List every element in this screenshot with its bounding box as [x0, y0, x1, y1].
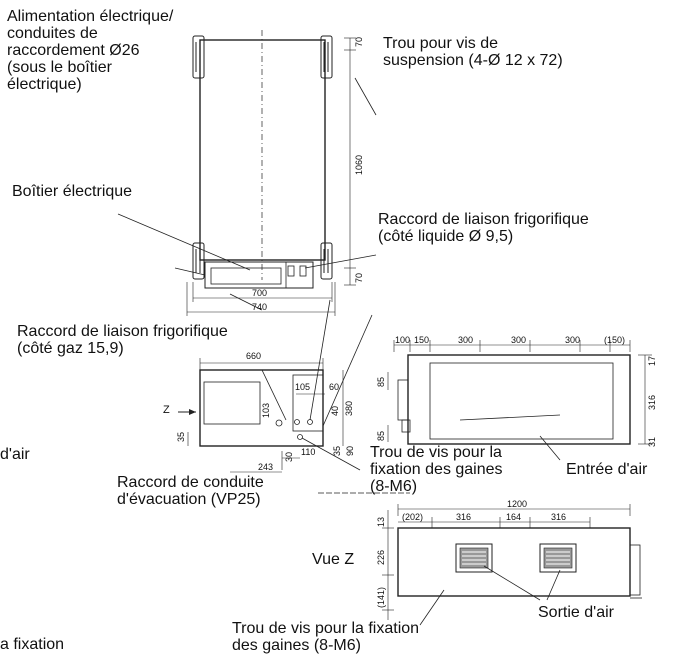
dim-226: 226 [376, 550, 386, 565]
front-view-unit [387, 340, 652, 445]
dim-105: 105 [295, 382, 310, 392]
dim-316: 316 [647, 395, 657, 410]
bracket-bl [192, 242, 205, 280]
label-gas-connection: Raccord de liaison frigorifique (côté ga… [17, 323, 228, 357]
label-duct-screw-hole-1: Trou de vis pour la fixation des gaines … [370, 444, 503, 495]
dim-660: 660 [246, 351, 261, 361]
bracket-br [320, 242, 333, 280]
label-electric-box-text: Boîtier électrique [12, 183, 133, 200]
label-duct-screw-hole-2-text: Trou de vis pour la fixation des gaines … [232, 620, 420, 654]
label-air-inlet-text: Entrée d'air [566, 461, 648, 478]
dim-300-a: 300 [458, 335, 473, 345]
dim-110: 110 [301, 447, 315, 457]
dim-316-a: 316 [456, 512, 471, 522]
dimension-texts: 70 1060 70 700 740 660 105 60 103 35 40 … [176, 37, 657, 608]
air-outlet-left [455, 543, 493, 573]
dim-1200: 1200 [507, 499, 527, 509]
dim-141: (141) [376, 587, 386, 608]
dim-17: 17 [647, 356, 657, 366]
label-cut-left-2: a fixation [0, 636, 64, 653]
bracket-tr [320, 35, 333, 79]
dim-300-c: 300 [565, 335, 580, 345]
air-outlet-right [539, 543, 577, 573]
label-drain-connection: Raccord de conduite d'évacuation (VP25) [117, 474, 264, 508]
label-cut-left-2-text: a fixation [0, 636, 65, 653]
dim-13: 13 [376, 517, 386, 527]
dim-150: 150 [414, 335, 429, 345]
dim-740: 740 [252, 302, 267, 312]
dim-1060: 1060 [354, 155, 364, 175]
label-gas-connection-text: Raccord de liaison frigorifique (côté ga… [17, 323, 228, 357]
label-drain-connection-text: Raccord de conduite d'évacuation (VP25) [117, 474, 264, 508]
dim-316-b: 316 [551, 512, 566, 522]
dim-700: 700 [252, 288, 267, 298]
label-air-outlet-text: Sortie d'air [538, 604, 614, 621]
side-view-unit [178, 358, 344, 473]
dim-70-top: 70 [354, 37, 364, 47]
dim-300-b: 300 [511, 335, 526, 345]
dim-35: 35 [176, 432, 186, 442]
label-liquid-connection: Raccord de liaison frigorifique (côté li… [378, 211, 589, 245]
label-duct-screw-hole-1-text: Trou de vis pour la fixation des gaines … [370, 444, 503, 495]
dim-85-b: 85 [376, 431, 386, 441]
bracket-tl [192, 35, 205, 79]
dim-202: (202) [402, 512, 423, 522]
label-air-inlet: Entrée d'air [566, 461, 647, 478]
label-power-supply-text: Alimentation électrique/ conduites de ra… [7, 8, 174, 93]
leader-lines [117, 77, 561, 626]
dim-60: 60 [329, 382, 339, 392]
label-z-arrow-text: Z [163, 404, 170, 416]
label-cut-left-1: d'air [0, 446, 30, 463]
label-duct-screw-hole-2: Trou de vis pour la fixation des gaines … [232, 620, 419, 654]
label-liquid-connection-text: Raccord de liaison frigorifique (côté li… [378, 211, 589, 245]
label-power-supply: Alimentation électrique/ conduites de ra… [7, 8, 173, 93]
dim-70-bottom: 70 [354, 273, 364, 283]
dim-90: 90 [345, 446, 355, 456]
dim-164: 164 [506, 512, 521, 522]
label-z-arrow: Z [163, 404, 170, 416]
dim-103: 103 [261, 403, 271, 418]
label-suspension-hole-text: Trou pour vis de suspension (4-Ø 12 x 72… [383, 35, 563, 69]
top-view-unit [186, 30, 356, 316]
label-view-z-text: Vue Z [312, 551, 355, 568]
dim-85-a: 85 [376, 377, 386, 387]
dim-31: 31 [647, 437, 657, 447]
dim-150-paren: (150) [604, 335, 625, 345]
dim-35b: 35 [332, 446, 342, 456]
dim-100: 100 [395, 335, 410, 345]
label-cut-left-1-text: d'air [0, 446, 30, 463]
dim-40: 40 [330, 406, 340, 416]
label-air-outlet: Sortie d'air [538, 604, 614, 621]
dim-243: 243 [258, 462, 273, 472]
label-suspension-hole: Trou pour vis de suspension (4-Ø 12 x 72… [383, 35, 563, 69]
label-electric-box: Boîtier électrique [12, 183, 132, 200]
dim-380: 380 [344, 401, 354, 416]
dim-30: 30 [284, 452, 294, 462]
label-view-z: Vue Z [312, 551, 354, 568]
